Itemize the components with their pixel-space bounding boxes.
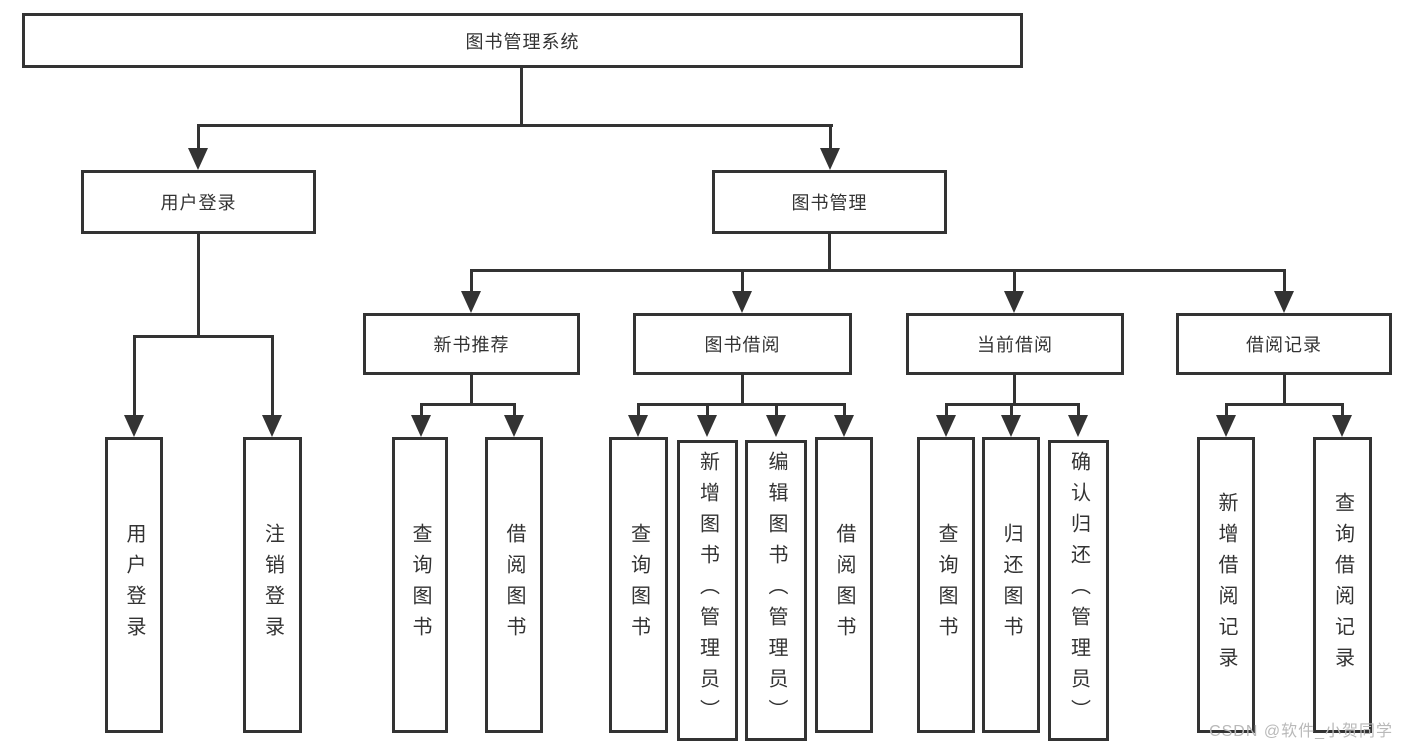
connector-line: [945, 405, 948, 417]
connector-line: [945, 403, 1080, 406]
connector-line: [197, 234, 200, 338]
arrow-down-icon: [732, 291, 752, 313]
connector-line: [470, 375, 473, 406]
connector-line: [197, 126, 200, 152]
arrow-down-icon: [628, 415, 648, 437]
arrow-down-icon: [820, 148, 840, 170]
leaf-newbook-query-book: 查询图书: [392, 437, 448, 733]
leaf-newbook-borrow-book: 借阅图书: [485, 437, 543, 733]
arrow-down-icon: [262, 415, 282, 437]
arrow-down-icon: [461, 291, 481, 313]
leaf-user-login: 用户登录: [105, 437, 163, 733]
arrow-down-icon: [1332, 415, 1352, 437]
connector-line: [1225, 403, 1344, 406]
connector-line: [420, 405, 423, 417]
connector-line: [271, 337, 274, 417]
arrow-down-icon: [124, 415, 144, 437]
leaf-current-query-book: 查询图书: [917, 437, 975, 733]
connector-line: [1341, 405, 1344, 417]
connector-line: [133, 335, 274, 338]
leaf-borrow-edit-book-admin: 编辑图书（管理员）: [745, 440, 807, 741]
connector-line: [1013, 375, 1016, 406]
arrow-down-icon: [411, 415, 431, 437]
node-borrow-records: 借阅记录: [1176, 313, 1392, 375]
connector-line: [741, 375, 744, 406]
leaf-current-return-book: 归还图书: [982, 437, 1040, 733]
arrow-down-icon: [1068, 415, 1088, 437]
arrow-down-icon: [834, 415, 854, 437]
connector-line: [843, 405, 846, 417]
connector-line: [828, 234, 831, 271]
leaf-borrow-add-book-admin: 新增图书（管理员）: [677, 440, 738, 741]
connector-line: [1013, 271, 1016, 293]
node-current-borrow: 当前借阅: [906, 313, 1124, 375]
arrow-down-icon: [504, 415, 524, 437]
arrow-down-icon: [1004, 291, 1024, 313]
connector-line: [1225, 405, 1228, 417]
arrow-down-icon: [1001, 415, 1021, 437]
arrow-down-icon: [766, 415, 786, 437]
connector-line: [829, 126, 832, 152]
connector-line: [775, 405, 778, 417]
leaf-records-add-record: 新增借阅记录: [1197, 437, 1255, 733]
connector-line: [741, 271, 744, 293]
connector-line: [520, 68, 523, 127]
connector-line: [706, 405, 709, 417]
connector-line: [1010, 405, 1013, 417]
leaf-borrow-borrow-book: 借阅图书: [815, 437, 873, 733]
connector-line: [197, 124, 833, 127]
connector-line: [470, 271, 473, 293]
node-book-management: 图书管理: [712, 170, 947, 234]
watermark: CSDN @软件_小贺同学: [1209, 723, 1393, 740]
node-new-book-recommend: 新书推荐: [363, 313, 580, 375]
leaf-records-query-record: 查询借阅记录: [1313, 437, 1372, 733]
arrow-down-icon: [1274, 291, 1294, 313]
connector-line: [420, 403, 516, 406]
connector-line: [637, 403, 846, 406]
connector-line: [133, 337, 136, 417]
connector-line: [1077, 405, 1080, 417]
arrow-down-icon: [1216, 415, 1236, 437]
arrow-down-icon: [188, 148, 208, 170]
leaf-current-confirm-return-admin: 确认归还（管理员）: [1048, 440, 1109, 741]
leaf-borrow-query-book: 查询图书: [609, 437, 668, 733]
leaf-logout: 注销登录: [243, 437, 302, 733]
arrow-down-icon: [697, 415, 717, 437]
arrow-down-icon: [936, 415, 956, 437]
node-user-login: 用户登录: [81, 170, 316, 234]
connector-line: [1283, 271, 1286, 293]
connector-line: [470, 269, 1286, 272]
node-book-borrow: 图书借阅: [633, 313, 852, 375]
connector-line: [637, 405, 640, 417]
connector-line: [1283, 375, 1286, 406]
connector-line: [513, 405, 516, 417]
node-root: 图书管理系统: [22, 13, 1023, 68]
